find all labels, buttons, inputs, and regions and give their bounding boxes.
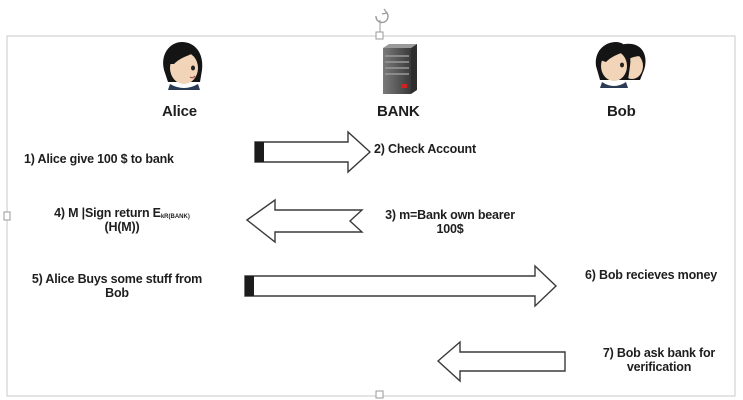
bank-server-icon — [383, 44, 417, 94]
step-1-label: 1) Alice give 100 $ to bank — [24, 152, 174, 166]
bob-avatar-icon — [595, 42, 646, 88]
bob-name: Bob — [607, 103, 636, 120]
alice-avatar-icon — [163, 42, 203, 90]
step-4-line-1-main: 4) M |Sign return E — [54, 206, 161, 220]
step-5-line-2: Bob — [105, 286, 129, 300]
arrow-alice-to-bob — [244, 264, 558, 308]
step-7-line-1: 7) Bob ask bank for — [602, 346, 716, 360]
bank-name: BANK — [377, 103, 420, 120]
step-7-label: 7) Bob ask bank for verification — [580, 346, 738, 374]
step-6-label: 6) Bob recieves money — [585, 268, 717, 282]
step-5-line-1: 5) Alice Buys some stuff from — [31, 272, 203, 286]
step-2-label: 2) Check Account — [374, 142, 476, 156]
arrow-alice-to-bank — [254, 130, 372, 174]
step-4-line-1: 4) M |Sign return EkR(BANK) — [22, 206, 222, 220]
step-7-line-2: verification — [626, 360, 692, 374]
step-3-label: 3) m=Bank own bearer 100$ — [366, 208, 534, 236]
selection-frame — [3, 8, 736, 399]
step-3-line-1: 3) m=Bank own bearer — [385, 208, 515, 222]
step-4-subscript: kR(BANK) — [160, 214, 190, 220]
step-5-label: 5) Alice Buys some stuff from Bob — [12, 272, 222, 300]
arrow-bank-to-alice — [245, 198, 364, 244]
step-4-label: 4) M |Sign return EkR(BANK) (H(M)) — [22, 206, 222, 234]
alice-name: Alice — [162, 103, 197, 120]
arrow-bob-to-bank — [436, 340, 566, 383]
step-4-line-2: (H(M)) — [104, 220, 140, 234]
step-3-line-2: 100$ — [436, 222, 464, 236]
